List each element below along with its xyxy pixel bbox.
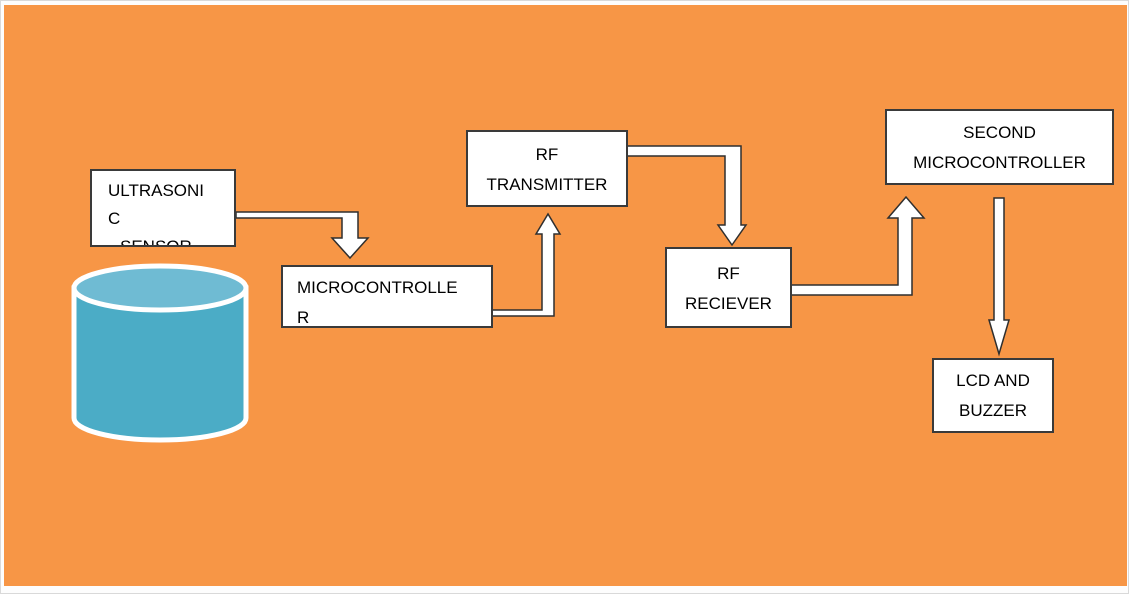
rf-receiver-line-2: RECIEVER [685,294,772,313]
arrow-sensor-to-microcontroller [235,211,370,260]
ultrasonic-line-1: ULTRASONI [108,181,205,200]
rf-transmitter-box: RF TRANSMITTER [466,130,628,207]
second-microcontroller-line-1: SECOND [963,123,1036,142]
ultrasonic-line-2: C [108,209,121,228]
lcd-buzzer-line-2: BUZZER [959,401,1027,420]
microcontroller-line-2: R [297,308,310,327]
second-microcontroller-line-2: MICROCONTROLLER [913,153,1086,172]
rf-transmitter-line-2: TRANSMITTER [486,175,608,194]
arrow-rf-receiver-to-second-microcontroller [790,195,926,296]
microcontroller-box: MICROCONTROLLE R [281,265,493,328]
microcontroller-line-1: MICROCONTROLLE [297,278,458,297]
arrow-second-microcontroller-to-lcd [987,197,1011,357]
lcd-buzzer-line-1: LCD AND [956,371,1030,390]
rf-transmitter-line-1: RF [535,145,559,164]
arrow-microcontroller-to-rf-transmitter [491,212,562,317]
rf-receiver-box: RF RECIEVER [665,247,792,328]
ultrasonic-line-3: SENSOR [120,237,192,247]
rf-receiver-line-1: RF [717,264,740,283]
lcd-buzzer-box: LCD AND BUZZER [932,358,1054,433]
ultrasonic-sensor-box: ULTRASONI C SENSOR [90,169,236,247]
second-microcontroller-box: SECOND MICROCONTROLLER [885,109,1114,185]
water-tank-icon [71,263,249,443]
arrow-rf-transmitter-to-rf-receiver [626,145,748,247]
